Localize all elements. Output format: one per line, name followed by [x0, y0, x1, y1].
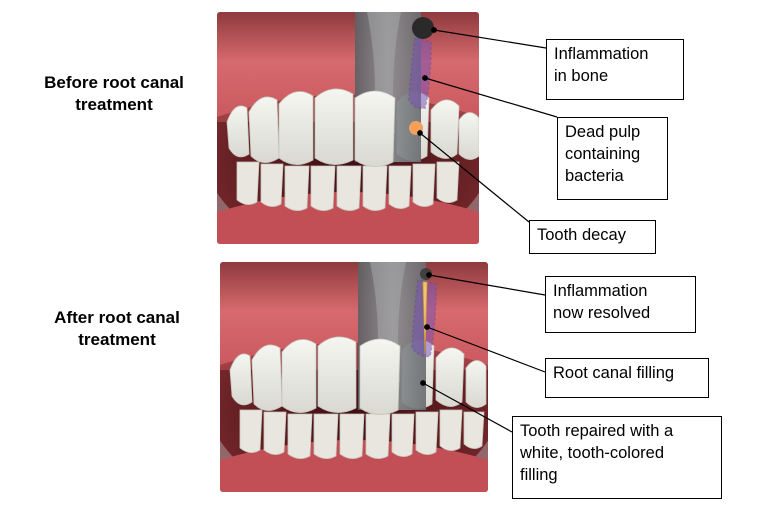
before-teeth-illustration — [217, 12, 479, 244]
callout-tooth-repaired: Tooth repaired with a white, tooth-color… — [512, 416, 722, 499]
callout-inflammation-in-bone: Inflammation in bone — [546, 39, 684, 100]
before-label: Before root canal treatment — [44, 73, 184, 114]
callout-dead-pulp: Dead pulp containing bacteria — [557, 117, 668, 200]
before-photo — [217, 12, 479, 244]
after-label: After root canal treatment — [54, 308, 180, 349]
callout-root-canal-filling: Root canal filling — [545, 358, 709, 398]
after-photo — [220, 262, 488, 492]
after-teeth-illustration — [220, 262, 488, 492]
callout-inflammation-resolved: Inflammation now resolved — [545, 276, 696, 333]
callout-tooth-decay: Tooth decay — [529, 220, 656, 254]
